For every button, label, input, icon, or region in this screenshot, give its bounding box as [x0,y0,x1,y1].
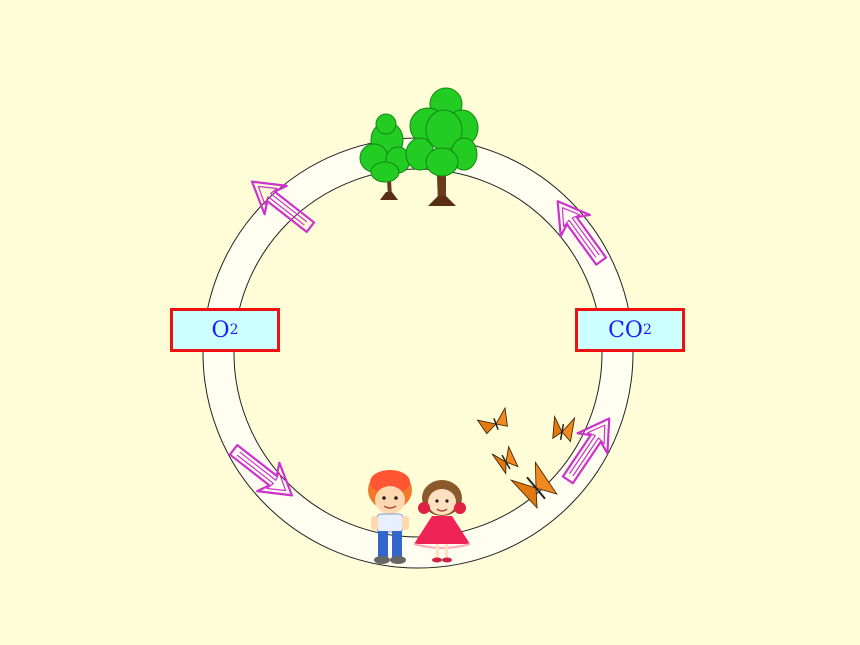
cycle-ring [202,137,634,569]
children-icon [368,470,471,564]
oxygen-label-subscript: 2 [229,322,239,338]
cycle-arrow-icon [228,180,611,497]
tree-icon [359,87,479,206]
butterfly-icon [476,406,576,510]
carbon-dioxide-label-subscript: 2 [642,322,652,338]
carbon-dioxide-label-text: CO [608,317,643,343]
oxygen-label-text: O [211,317,230,343]
